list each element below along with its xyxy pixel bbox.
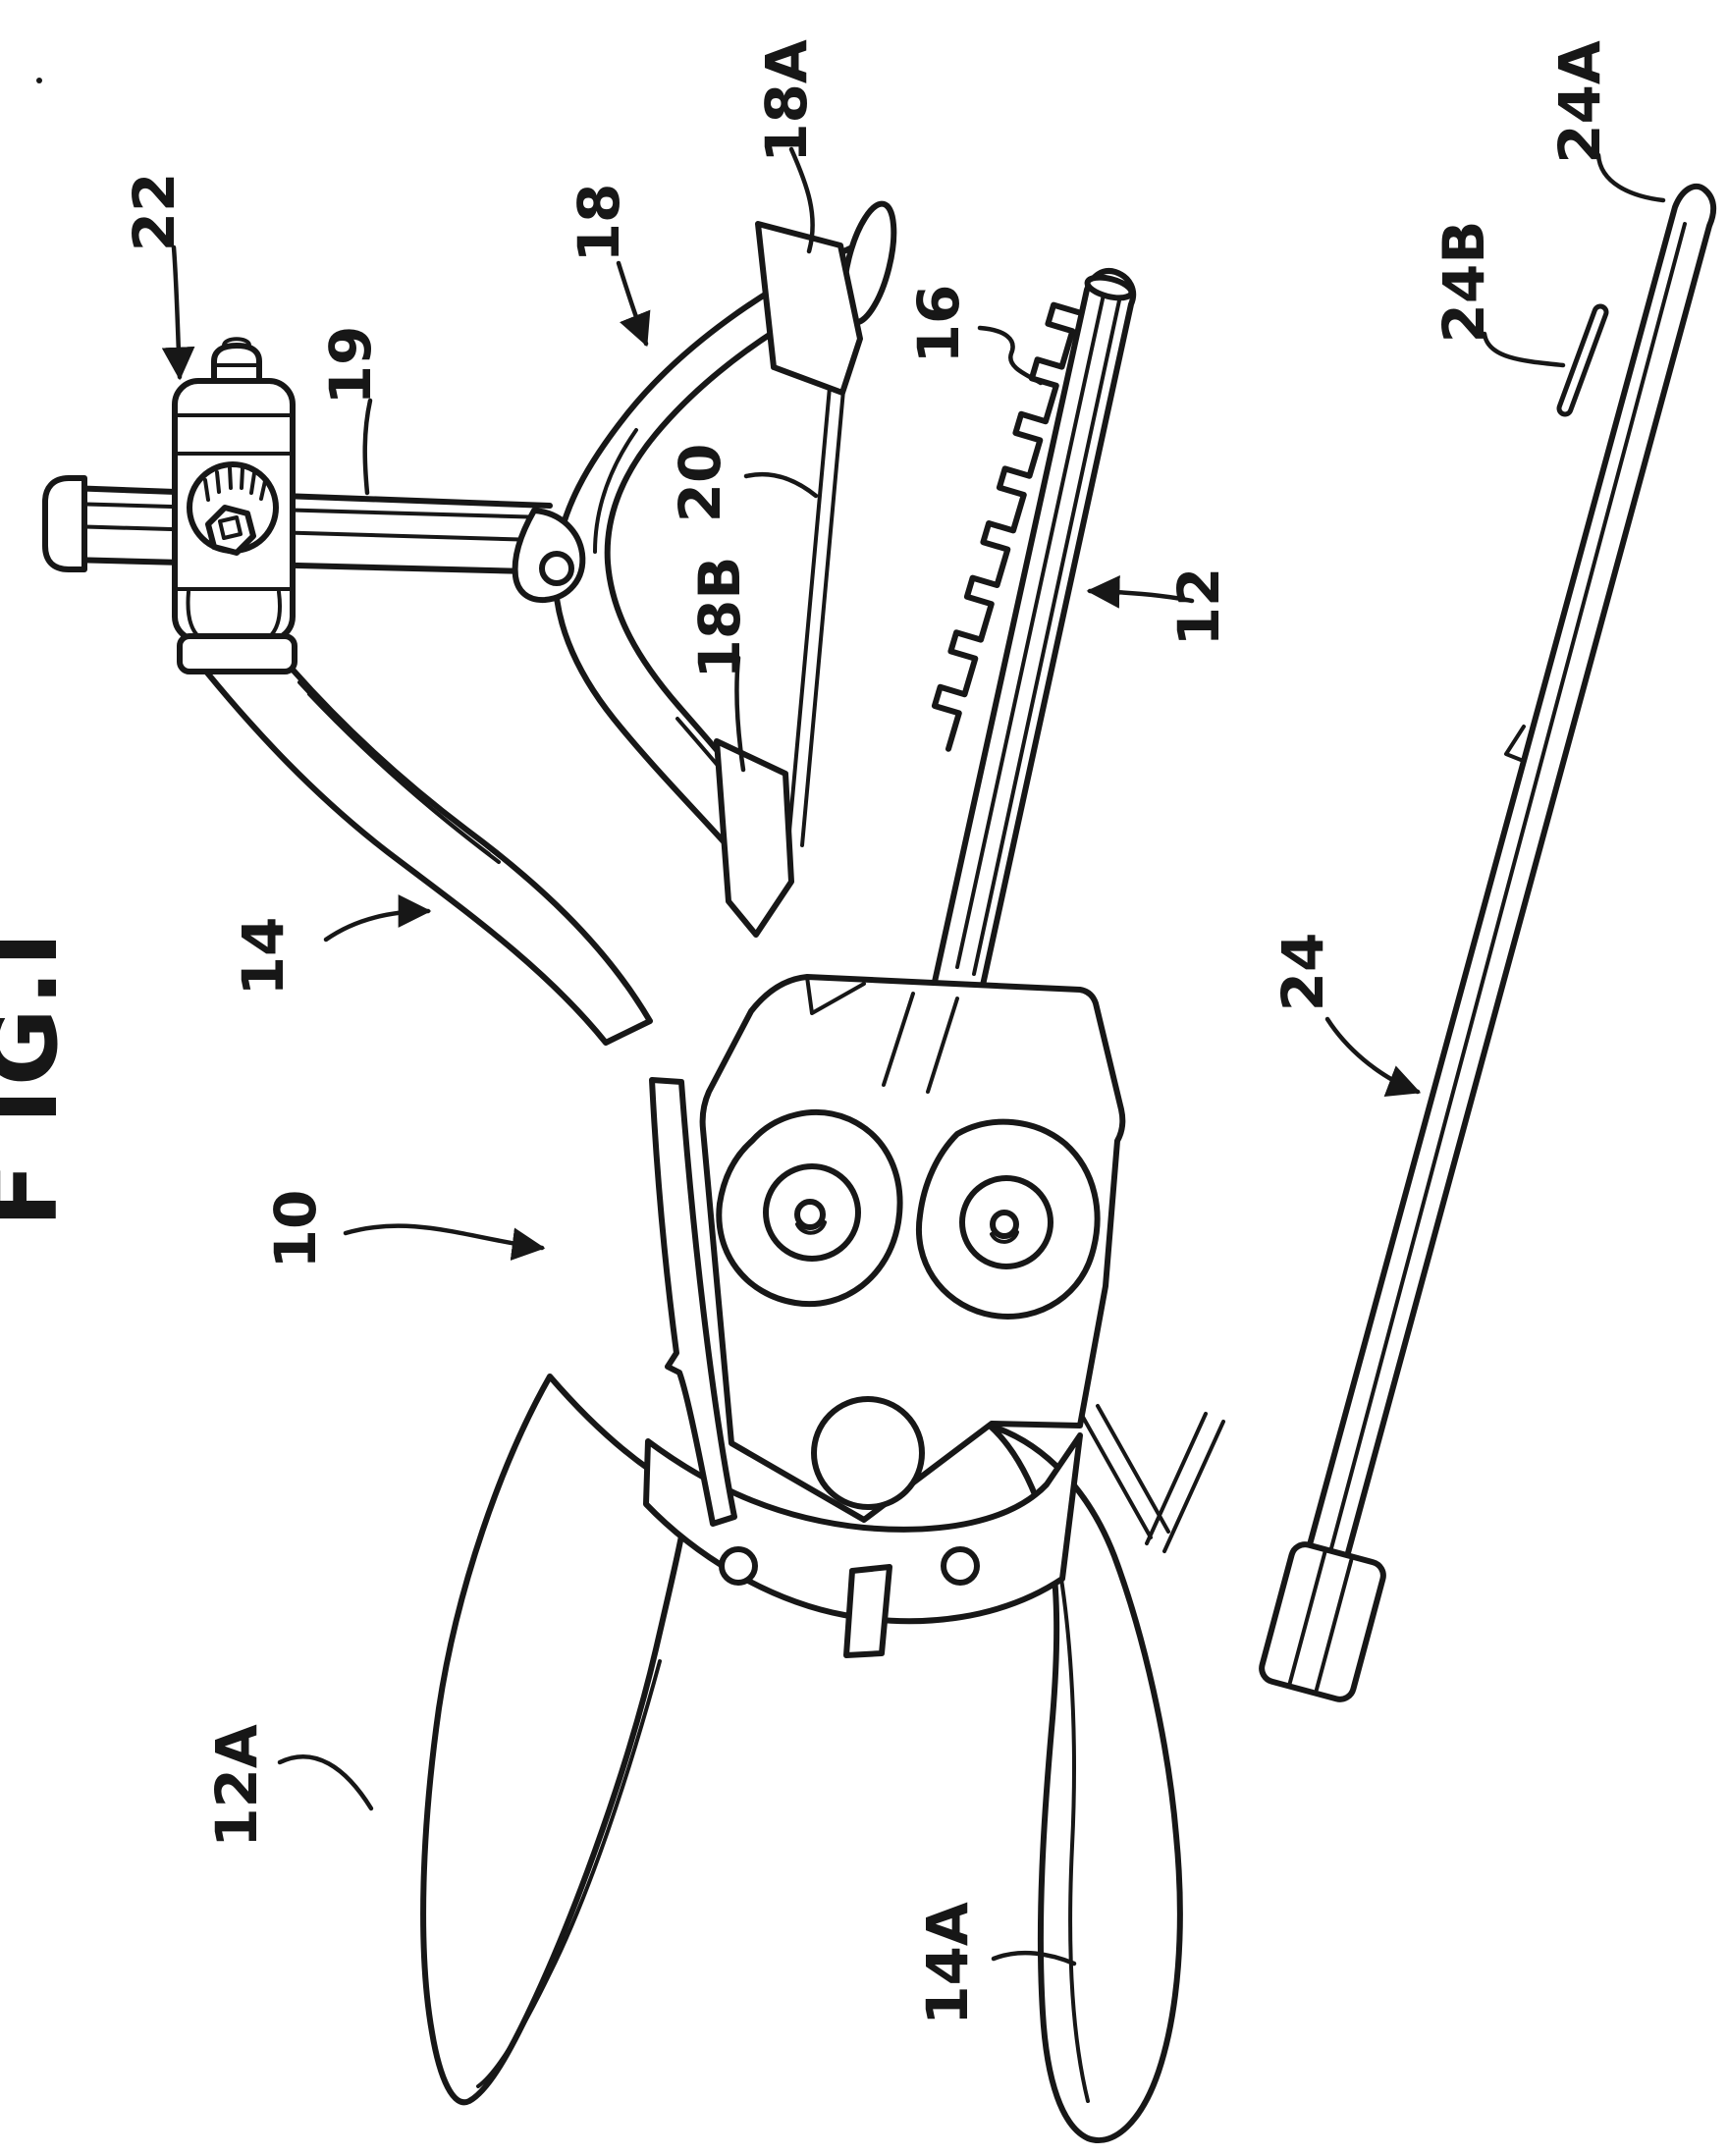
leader-24a — [1595, 152, 1666, 203]
reference-numerals: 22 19 18 18A 16 20 18B 12 24A 24B 14 24 … — [121, 39, 1613, 2025]
bow-member — [512, 244, 861, 861]
leader-19 — [362, 398, 373, 496]
ref-label-22: 22 — [121, 173, 188, 252]
ref-label-14: 14 — [230, 917, 297, 997]
leader-16 — [977, 325, 1044, 386]
clamp-block — [172, 337, 297, 674]
main-pivot-hole — [811, 1396, 925, 1510]
stretched-band — [786, 342, 849, 847]
rack-teeth — [931, 301, 1081, 752]
rod-notch — [1504, 725, 1526, 762]
ref-label-18: 18 — [566, 184, 632, 263]
leader-18b — [734, 655, 746, 773]
leader-24b — [1482, 331, 1566, 368]
ref-label-10: 10 — [262, 1190, 329, 1269]
plate-tab — [843, 1564, 892, 1658]
leader-12a — [277, 1754, 374, 1811]
leader-20 — [743, 471, 819, 499]
leader-24 — [1324, 1016, 1422, 1097]
ref-label-12: 12 — [1165, 567, 1232, 647]
handle-link-plate — [643, 1404, 1225, 1658]
ref-label-18b: 18B — [686, 557, 753, 679]
ref-label-24: 24 — [1269, 933, 1336, 1012]
ref-label-20: 20 — [667, 444, 733, 523]
pivot-hole — [539, 551, 574, 586]
instrument-drawing — [36, 78, 1717, 2143]
leader-18a — [788, 146, 815, 254]
leader-12 — [1086, 575, 1195, 609]
toothed-jaw — [910, 268, 1137, 1081]
leader-14 — [323, 894, 432, 943]
arm-lower-spike — [649, 1077, 737, 1527]
ref-label-24a: 24A — [1546, 40, 1613, 164]
leader-18 — [616, 260, 651, 348]
ref-label-14a: 14A — [914, 1902, 981, 2025]
leader-14a — [991, 1950, 1077, 1967]
leader-lines — [161, 146, 1666, 1967]
upper-tab — [755, 221, 863, 396]
ref-label-16: 16 — [905, 285, 972, 364]
pivot-bosses — [716, 1109, 1101, 1510]
leader-22 — [161, 244, 195, 381]
ref-label-12a: 12A — [203, 1724, 270, 1848]
cross-bar — [42, 475, 553, 574]
applicator-rod — [1259, 183, 1717, 1702]
rod-cap — [1259, 1541, 1386, 1702]
ink-speck — [36, 78, 42, 83]
lower-tab — [714, 738, 794, 938]
curved-arm — [203, 667, 653, 1046]
clamp-base-ring — [177, 633, 297, 674]
ref-label-19: 19 — [317, 326, 384, 405]
ref-label-18a: 18A — [753, 39, 820, 163]
right-handle-grip — [987, 1423, 1183, 2143]
leader-10 — [343, 1223, 546, 1261]
ref-label-24b: 24B — [1431, 221, 1497, 344]
figure-title: F IG.I — [0, 929, 79, 1227]
